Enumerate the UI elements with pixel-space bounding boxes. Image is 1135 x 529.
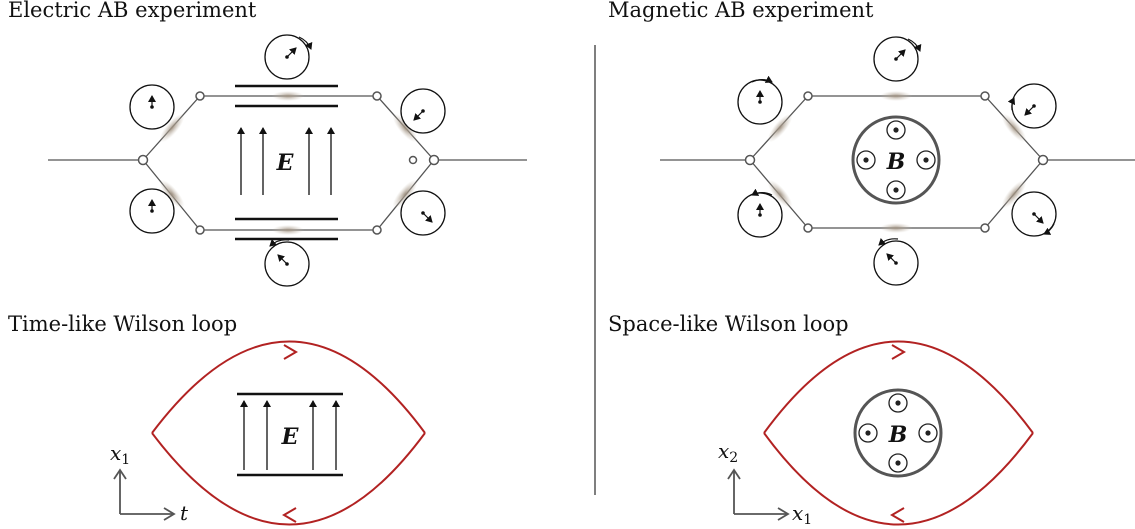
timelike-axes bbox=[113, 468, 176, 521]
dot-in-circle-icon bbox=[886, 180, 906, 200]
electric-particle-blobs bbox=[159, 91, 418, 235]
clock-phase-icon bbox=[737, 188, 783, 238]
timelike-wilson-loop-diagram: E x1 t bbox=[110, 340, 426, 526]
dot-in-circle-icon bbox=[888, 393, 908, 413]
dot-in-circle-icon bbox=[856, 150, 876, 170]
spacelike-loop-lower-arc bbox=[763, 432, 1034, 526]
clock-phase-icon bbox=[1011, 191, 1057, 237]
spacelike-loop-arrow-right bbox=[891, 344, 906, 360]
clock-phase-icon bbox=[129, 188, 175, 234]
electric-capacitor-plates bbox=[235, 84, 338, 241]
timelike-field-label: E bbox=[281, 424, 300, 450]
timelike-field-arrows bbox=[240, 400, 340, 470]
magnetic-ab-title: Magnetic AB experiment bbox=[608, 0, 874, 22]
timelike-axis-x1-label: x1 bbox=[110, 441, 130, 468]
spacelike-field-label: B bbox=[888, 422, 908, 448]
clock-phase-icon bbox=[264, 239, 310, 287]
dot-in-circle-icon bbox=[916, 150, 936, 170]
timelike-axis-t-label: t bbox=[180, 501, 189, 525]
magnetic-ab-diagram: B bbox=[660, 36, 1135, 286]
timelike-loop-arrow-left bbox=[282, 507, 297, 523]
clock-phase-icon bbox=[400, 190, 446, 236]
spacelike-loop-upper-arc bbox=[763, 340, 1034, 434]
electric-field-arrows bbox=[237, 127, 335, 195]
spacelike-solenoid bbox=[853, 388, 943, 478]
clock-phase-icon bbox=[873, 238, 919, 286]
timelike-loop-upper-arc bbox=[151, 340, 426, 434]
electric-ab-title: Electric AB experiment bbox=[8, 0, 257, 22]
magnetic-path-nodes bbox=[744, 91, 1049, 233]
clock-phase-icon bbox=[1007, 83, 1057, 129]
dot-in-circle-icon bbox=[888, 453, 908, 473]
clock-phase-icon bbox=[737, 75, 783, 125]
timelike-capacitor-plates bbox=[237, 392, 343, 477]
dot-in-circle-icon bbox=[918, 423, 938, 443]
clock-phase-icon bbox=[129, 84, 175, 130]
electric-ab-diagram: E bbox=[48, 34, 527, 287]
electric-field-label: E bbox=[276, 150, 295, 176]
spacelike-wilson-loop-diagram: B x2 x1 bbox=[718, 340, 1034, 528]
clock-phase-icon bbox=[873, 36, 922, 82]
spacelike-wilson-loop-title: Space-like Wilson loop bbox=[608, 312, 849, 336]
clock-phase-icon bbox=[264, 34, 313, 80]
spacelike-axis-x1-label: x1 bbox=[792, 501, 812, 528]
timelike-loop-arrow-right bbox=[283, 344, 298, 360]
clock-phase-icon bbox=[400, 88, 446, 134]
dot-in-circle-icon bbox=[886, 120, 906, 140]
timelike-loop-lower-arc bbox=[151, 432, 426, 526]
solenoid bbox=[851, 115, 941, 205]
magnetic-field-label: B bbox=[886, 149, 906, 175]
electric-path-nodes bbox=[137, 91, 440, 235]
timelike-wilson-loop-title: Time-like Wilson loop bbox=[8, 312, 238, 336]
spacelike-axes bbox=[727, 468, 790, 521]
magnetic-particle-blobs bbox=[767, 91, 1027, 233]
spacelike-loop-arrow-left bbox=[890, 507, 905, 523]
spacelike-axis-x2-label: x2 bbox=[718, 439, 738, 466]
dot-in-circle-icon bbox=[858, 423, 878, 443]
